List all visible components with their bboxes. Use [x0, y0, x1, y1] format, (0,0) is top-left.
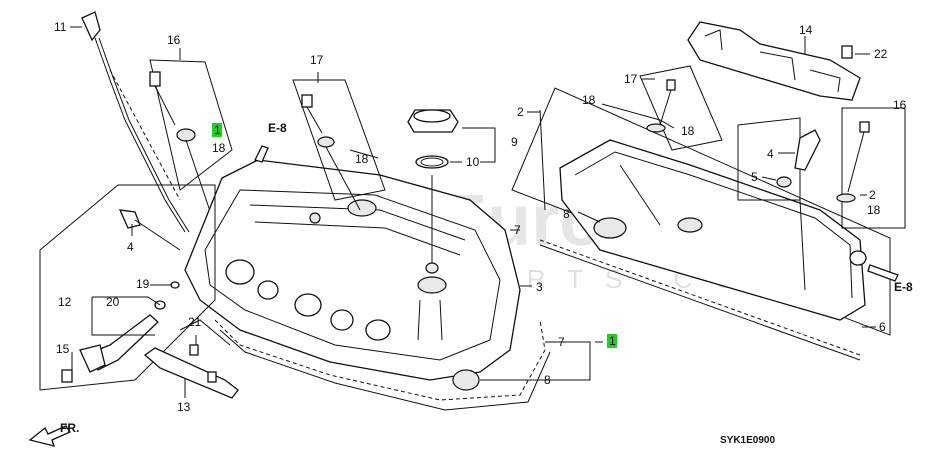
- callout-7-mid: 7: [514, 223, 521, 237]
- callout-9: 9: [511, 135, 518, 149]
- callout-13: 13: [177, 400, 191, 414]
- callout-7-lower: 7: [558, 335, 565, 349]
- callout-18-right2: 18: [681, 124, 695, 138]
- callout-14: 14: [799, 23, 813, 37]
- callout-8-right: 8: [563, 207, 570, 221]
- callout-19: 19: [136, 277, 150, 291]
- callout-4-left: 4: [127, 240, 134, 254]
- right-bolt-box-4: [737, 117, 801, 201]
- middle-bolt-assembly: [292, 79, 386, 211]
- bolt-17-right: [666, 79, 676, 91]
- callout-18-right3: 18: [867, 203, 881, 217]
- callout-8-lower: 8: [544, 373, 551, 387]
- callout-21: 21: [188, 315, 202, 329]
- ref-label-left: E-8: [268, 121, 287, 135]
- ref-arrow-right: E-8: [867, 264, 913, 294]
- bolt-16-right: [859, 121, 870, 133]
- cylinder-head-cover-left: [184, 159, 521, 381]
- callout-16-left: 16: [167, 33, 181, 47]
- callout-1-lower: 1: [609, 334, 616, 348]
- lower-left-assembly: [39, 184, 216, 391]
- callout-6: 6: [879, 320, 886, 334]
- seal-lower: [452, 369, 480, 391]
- ref-label-right: E-8: [894, 280, 913, 294]
- callout-16-right: 16: [893, 98, 907, 112]
- gasket-right: [539, 239, 861, 356]
- callout-5: 5: [751, 170, 758, 184]
- callout-10: 10: [466, 155, 480, 169]
- stud-4-right: [794, 129, 821, 171]
- callout-12: 12: [58, 295, 72, 309]
- callout-18-right: 18: [582, 93, 596, 107]
- callout-2-top: 2: [517, 105, 524, 119]
- callout-18-mid: 18: [355, 152, 369, 166]
- callout-1-left: 1: [214, 123, 221, 137]
- oil-filler-cap: [407, 109, 459, 274]
- callout-17-right: 17: [624, 72, 638, 86]
- cylinder-head-cover-right: [511, 87, 891, 336]
- dipstick: [81, 11, 190, 233]
- callout-11: 11: [54, 20, 67, 34]
- highlight-1-left: [212, 123, 222, 137]
- front-arrow: FR.: [28, 421, 79, 447]
- callout-15: 15: [56, 342, 70, 356]
- callouts: 11 16 1 18 17 18 9 10 4 19 12 20 15 21 1…: [54, 20, 907, 414]
- highlight-1-lower: [607, 334, 617, 348]
- right-bolt-box-16: [841, 107, 906, 229]
- callout-17-mid: 17: [310, 53, 324, 67]
- gasket-right-edge: [539, 244, 861, 361]
- leader-lines: [70, 26, 876, 398]
- callout-20: 20: [106, 295, 120, 309]
- diagram-code: SYK1E0900: [720, 435, 775, 446]
- ref-arrow-left: E-8: [254, 121, 287, 163]
- cover-14: [687, 21, 861, 101]
- bracket-13: [143, 319, 239, 399]
- callout-2-right: 2: [869, 188, 876, 202]
- gasket-left-edge: [219, 329, 551, 411]
- callout-4-right: 4: [767, 147, 774, 161]
- callout-22: 22: [874, 47, 888, 61]
- callout-3: 3: [536, 280, 543, 294]
- front-label: FR.: [60, 421, 79, 435]
- gasket-left: [214, 319, 546, 401]
- callout-18-left: 18: [212, 141, 226, 155]
